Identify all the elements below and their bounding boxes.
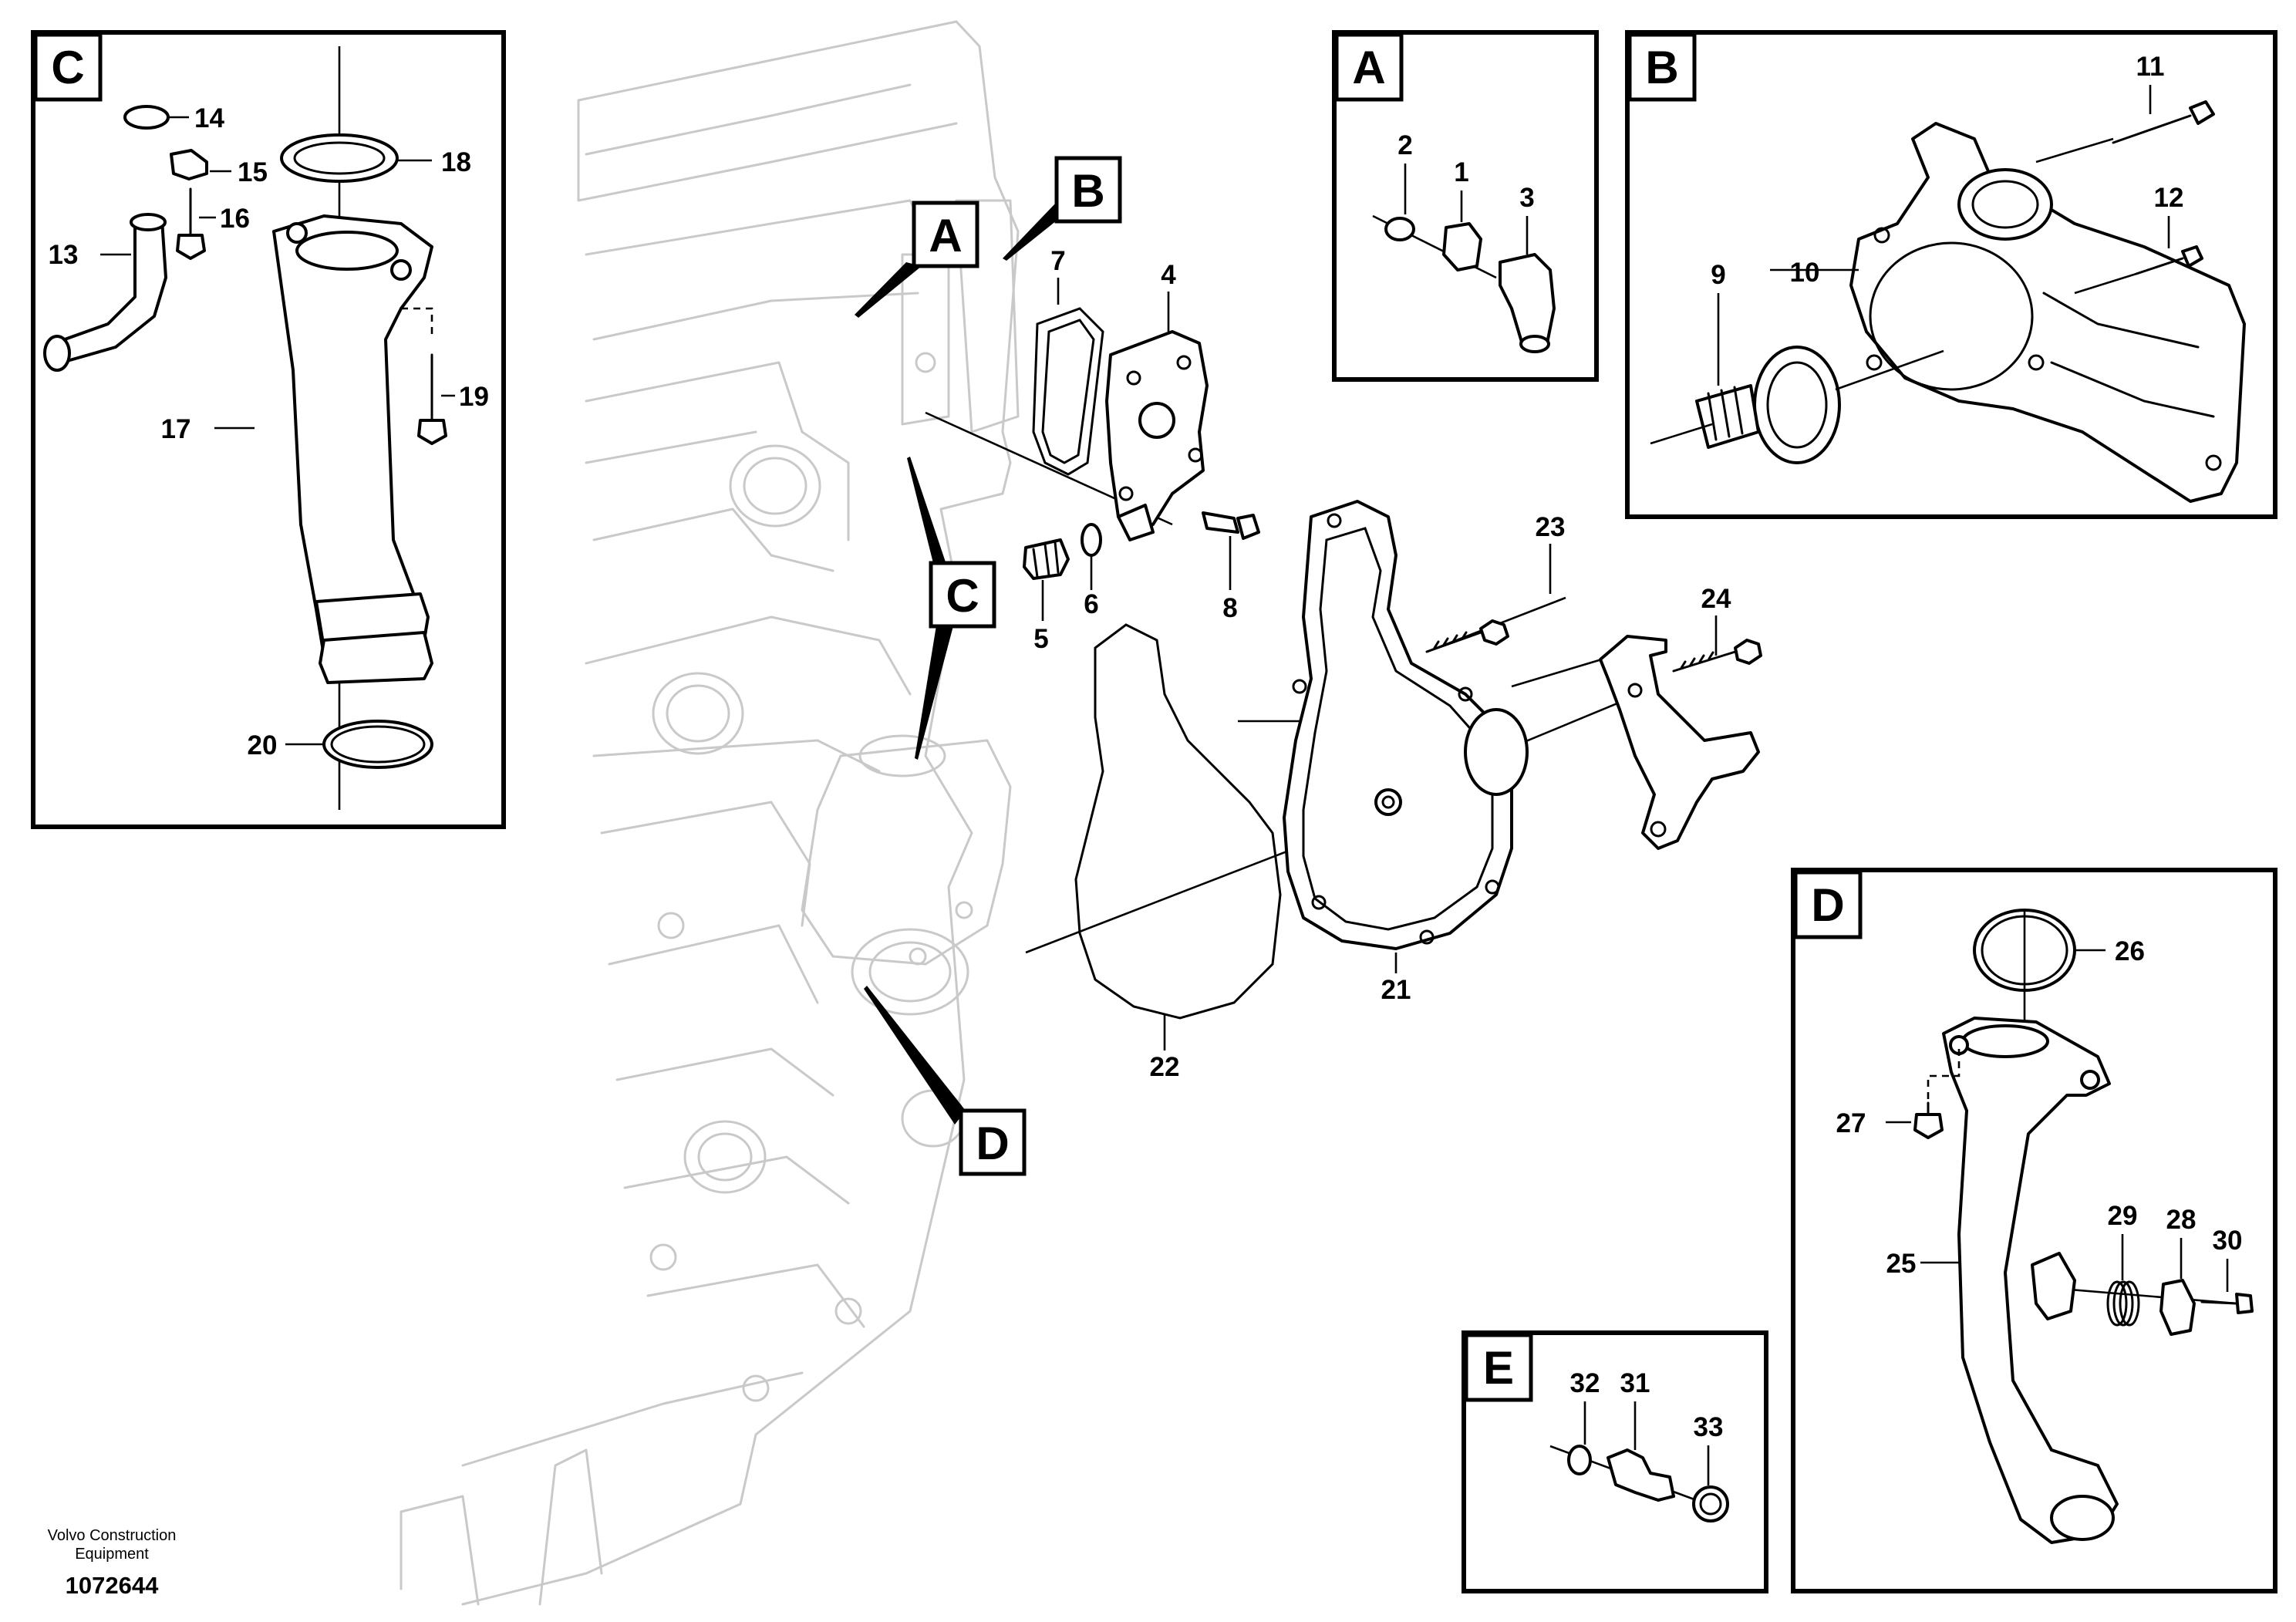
part-number-26: 26 [2115,936,2145,966]
part-number-18: 18 [441,147,471,177]
part-23-bolt [1425,619,1509,653]
part-18-seal-ring [280,133,399,183]
part-number-2: 2 [1397,130,1412,160]
part-number-32: 32 [1570,1368,1600,1398]
part-number-17: 17 [161,414,191,444]
part-5-plug [1023,538,1070,580]
part-16-screw [176,187,206,260]
part-number-13: 13 [49,240,79,270]
part-25-coolant-pipe [1942,1017,2119,1544]
part-21-water-pump [1283,500,1529,950]
part-13-bent-pipe [43,213,167,372]
part-12-screw [2135,245,2203,275]
inset-A-label: A [1352,42,1385,93]
company-name-line1: Volvo Construction [48,1527,177,1544]
part-number-19: 19 [459,382,489,412]
main-part-numbers: 7 4 5 6 8 23 24 21 22 [1033,246,1731,1082]
part-number-5: 5 [1033,624,1048,654]
part-number-16: 16 [220,204,250,234]
part-24-bolt-and-bracket [1599,635,1762,850]
part-31-fitting [1607,1448,1675,1502]
part-number-4: 4 [1161,260,1176,290]
part-10-thermostat-housing [1849,122,2246,503]
company-name-line2: Equipment [75,1546,149,1563]
part-number-9: 9 [1711,260,1725,290]
part-number-14: 14 [194,103,224,133]
inset-B: B 10 9 11 [1625,30,2277,519]
part-number-25: 25 [1886,1249,1917,1279]
part-number-31: 31 [1620,1368,1650,1398]
part-number-28: 28 [2166,1205,2197,1235]
inset-E-label: E [1483,1342,1514,1394]
part-number-7: 7 [1050,246,1065,276]
part-number-29: 29 [2108,1201,2138,1231]
part-6-o-ring [1081,523,1102,557]
part-number-1: 1 [1454,157,1468,187]
part-number-27: 27 [1836,1108,1866,1138]
svg-text:B: B [1071,165,1104,217]
part-14-washer [123,105,170,130]
svg-text:C: C [946,570,979,622]
part-11-bolt [2112,100,2215,144]
part-29-spring [2106,1280,2140,1327]
part-number-22: 22 [1150,1052,1180,1082]
part-1-nipple [1442,222,1482,271]
part-3-elbow-fitting [1499,253,1556,353]
callout-tag-C: C [929,561,996,629]
part-number-24: 24 [1701,584,1731,614]
part-17-coolant-pipe [272,214,433,684]
part-number-20: 20 [248,730,278,760]
part-number-33: 33 [1694,1412,1724,1442]
pointer-D [864,986,966,1125]
part-33-cap [1692,1485,1729,1523]
part-number-3: 3 [1519,183,1534,213]
pointer-A [855,262,922,318]
part-number-6: 6 [1084,589,1098,619]
part-32-washer [1567,1445,1592,1475]
part-30-screw [2200,1293,2254,1314]
document-number: 1072644 [66,1572,159,1599]
part-number-21: 21 [1381,975,1411,1005]
inset-E: E 32 31 33 [1462,1330,1768,1593]
part-2-washer [1384,217,1415,241]
part-4-thermostat-housing [1105,330,1209,541]
inset-D: D 26 25 27 [1791,868,2277,1593]
inset-C: C 14 15 16 13 18 [31,30,506,829]
svg-text:D: D [976,1118,1009,1169]
part-20-o-ring [322,720,433,769]
footer: Volvo Construction Equipment 1072644 [48,1527,177,1599]
part-number-11: 11 [2136,52,2165,82]
inset-A: A 2 1 3 [1332,30,1599,382]
callout-tag-D: D [959,1108,1027,1176]
part-15-clip [170,149,208,180]
part-number-8: 8 [1222,593,1237,623]
pointer-C-lower [915,621,954,760]
part-27-screw [1913,1101,1944,1139]
part-number-15: 15 [238,157,268,187]
callout-tag-B: B [1054,156,1122,224]
part-number-12: 12 [2154,183,2184,213]
part-number-10: 10 [1790,258,1820,288]
part-19-bolt [417,353,447,445]
svg-text:A: A [929,210,962,261]
inset-B-label: B [1645,42,1678,93]
part-28-cap [2159,1279,2196,1336]
part-number-23: 23 [1536,512,1566,542]
part-9-thermostat [1695,346,1841,464]
inset-D-label: D [1811,879,1844,931]
inset-C-label: C [51,42,84,93]
engine-block-outline [400,20,1020,1606]
part-8-screw [1202,511,1260,540]
callout-tag-A: A [912,201,979,268]
part-22-gasket [1074,623,1282,1020]
part-number-30: 30 [2213,1226,2243,1256]
part-7-gasket [1032,307,1104,476]
